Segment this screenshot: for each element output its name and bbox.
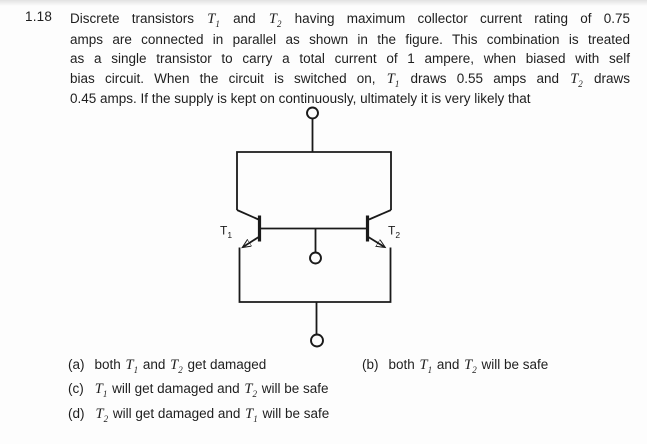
question-text: Discrete transistors T1 and T2 having ma…: [70, 9, 630, 109]
option-d: (d) T2 will get damaged and T1 will be sa…: [68, 406, 329, 423]
option-b: (b) both T1 and T2 will be safe: [362, 357, 548, 374]
question-line: Discrete transistors T1 and T2 having ma…: [70, 11, 630, 29]
t1-emitter-wire: [243, 235, 260, 248]
emitter-terminal: [310, 333, 324, 348]
question-line: bias circuit. When the circuit is switch…: [70, 70, 630, 89]
variable: T2: [570, 70, 583, 89]
variable: T1: [386, 70, 400, 89]
question-number: 1.18: [25, 9, 53, 24]
variable: T1: [419, 357, 433, 375]
question-line: as a single transistor to carry a total …: [70, 51, 630, 67]
t2-collector-wire: [368, 209, 392, 221]
variable: T1: [94, 381, 108, 399]
transistor-t1: [236, 209, 262, 248]
variable: T1: [125, 357, 139, 375]
option-a-text: both T1 and T2 get damaged: [94, 357, 267, 375]
variable: T1: [245, 406, 258, 424]
question-line: amps are connected in parallel as shown …: [70, 31, 630, 47]
option-d-label: (d): [68, 406, 85, 421]
transistor-t2: [365, 209, 392, 248]
question-line: 0.45 amps. If the supply is kept on cont…: [70, 91, 531, 107]
variable: T2: [244, 381, 257, 399]
variable: T2: [268, 11, 282, 29]
option-b-label: (b): [362, 357, 379, 372]
variable: T2: [170, 357, 183, 375]
scan-edge-strip: [0, 0, 647, 6]
t2-emitter-wire: [367, 235, 385, 248]
option-b-text: both T1 and T2 will be safe: [388, 357, 549, 375]
t1-collector-wire: [236, 209, 259, 221]
option-a-label: (a): [68, 357, 85, 372]
option-d-text: T2 will get damaged and T1 will be safe: [95, 406, 330, 424]
bottom-rail-wire: [238, 247, 392, 303]
option-c-text: T1 will get damaged and T2 will be safe: [94, 381, 329, 399]
variable: T1: [207, 11, 220, 29]
option-c: (c) T1 will get damaged and T2 will be sa…: [68, 381, 329, 398]
option-a: (a) both T1 and T2 get damaged: [68, 357, 266, 374]
variable: T2: [464, 357, 477, 375]
option-c-label: (c): [68, 381, 84, 396]
base-terminal: [309, 251, 322, 265]
collector-terminal: [306, 106, 319, 120]
t2-label: T2: [388, 224, 400, 241]
t1-label: T1: [220, 224, 232, 241]
top-rail-wire: [236, 151, 392, 210]
circuit-diagram: T1 T2: [220, 106, 400, 348]
variable: T2: [95, 406, 109, 424]
